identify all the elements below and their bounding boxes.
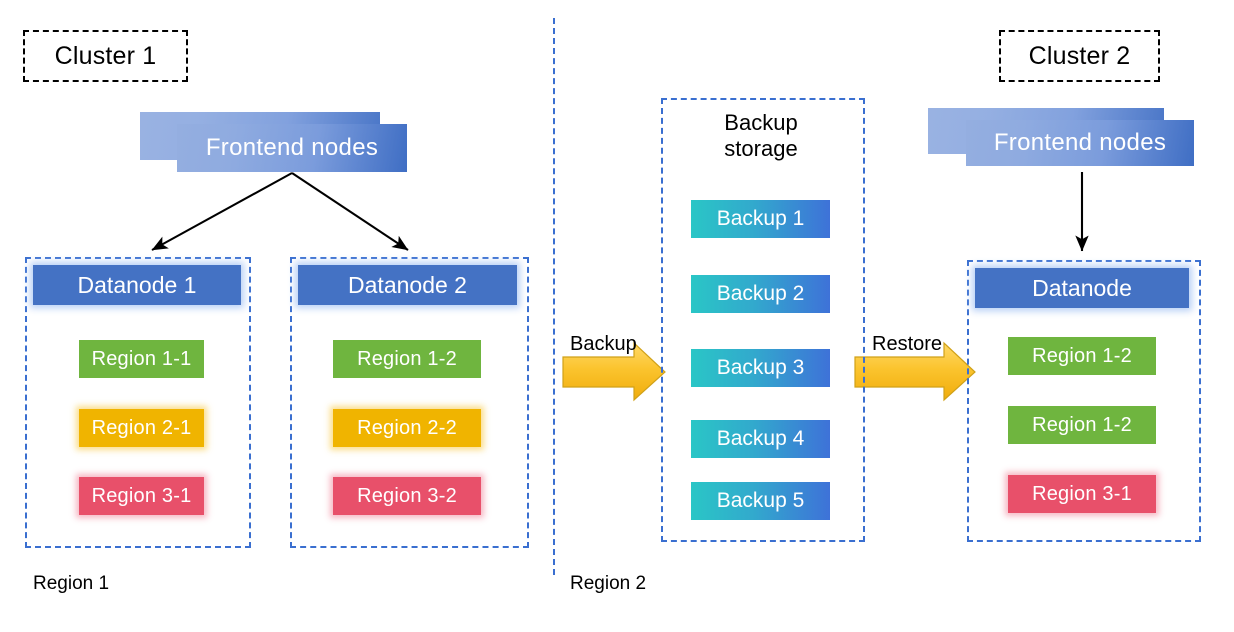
region-chip-label: Region 3-2	[357, 484, 457, 507]
datanode-1-header-label: Datanode 1	[77, 271, 197, 298]
region-chip: Region 3-1	[79, 477, 204, 515]
backup-chip-label: Backup 1	[716, 207, 805, 230]
region-chip-label: Region 1-2	[357, 347, 457, 370]
restore-flow-label-text: Restore	[872, 333, 943, 355]
connector-frontend-to-datanode2	[291, 172, 409, 251]
region-chip-label: Region 1-1	[91, 347, 192, 370]
backup-chip-label: Backup 5	[716, 489, 805, 512]
region-chip: Region 2-2	[333, 409, 481, 447]
region-chip-label: Region 2-1	[91, 416, 192, 439]
datanode-2-header: Datanode 2	[298, 265, 517, 305]
cluster-1-tag: Cluster 1	[23, 30, 188, 82]
region-chip: Region 3-1	[1008, 475, 1156, 513]
cluster-2-tag-label: Cluster 2	[1028, 41, 1131, 70]
backup-chip: Backup 2	[691, 275, 830, 313]
backup-storage-container	[661, 98, 865, 542]
region-chip-label: Region 3-1	[1032, 482, 1132, 505]
datanode-1-header: Datanode 1	[33, 265, 241, 305]
backup-flow-label: Backup	[570, 333, 637, 356]
region-1-label: Region 1	[33, 573, 109, 595]
datanode-2-container	[290, 257, 529, 548]
restore-flow-label: Restore	[872, 333, 942, 356]
cluster-1-tag-label: Cluster 1	[54, 41, 157, 70]
backup-storage-title: Backup storage	[661, 110, 861, 162]
cluster-2-tag: Cluster 2	[999, 30, 1160, 82]
backup-chip: Backup 3	[691, 349, 830, 387]
backup-storage-title-line1: Backup	[724, 110, 798, 135]
frontend-nodes-card-front: Frontend nodes	[177, 124, 407, 172]
backup-chip: Backup 4	[691, 420, 830, 458]
region-chip-label: Region 3-1	[91, 484, 192, 507]
region-chip: Region 1-2	[333, 340, 481, 378]
backup-chip-label: Backup 2	[716, 282, 805, 305]
datanode-cluster2-container	[967, 260, 1201, 542]
datanode-2-header-label: Datanode 2	[348, 271, 467, 298]
region-divider	[553, 18, 555, 575]
datanode-cluster2-header-label: Datanode	[1032, 274, 1132, 301]
backup-flow-label-text: Backup	[570, 333, 637, 355]
region-chip-label: Region 1-2	[1032, 344, 1132, 367]
region-chip: Region 1-2	[1008, 337, 1156, 375]
backup-chip: Backup 1	[691, 200, 830, 238]
backup-chip: Backup 5	[691, 482, 830, 520]
backup-chip-label: Backup 3	[716, 356, 805, 379]
frontend-nodes-2-label: Frontend nodes	[993, 129, 1167, 156]
datanode-cluster2-header: Datanode	[975, 268, 1189, 308]
region-chip: Region 2-1	[79, 409, 204, 447]
region-chip: Region 1-1	[79, 340, 204, 378]
frontend-nodes-2-card-front: Frontend nodes	[966, 120, 1194, 166]
region-1-label-text: Region 1	[33, 573, 110, 594]
region-chip-label: Region 2-2	[357, 416, 457, 439]
region-2-label: Region 2	[570, 573, 646, 595]
frontend-nodes-label: Frontend nodes	[205, 134, 379, 161]
region-chip: Region 3-2	[333, 477, 481, 515]
connector-frontend-to-datanode1	[151, 172, 293, 251]
region-chip: Region 1-2	[1008, 406, 1156, 444]
datanode-1-container	[25, 257, 251, 548]
backup-storage-title-line2: storage	[724, 135, 798, 161]
region-2-label-text: Region 2	[570, 573, 647, 594]
backup-chip-label: Backup 4	[716, 427, 805, 450]
region-chip-label: Region 1-2	[1032, 413, 1132, 436]
